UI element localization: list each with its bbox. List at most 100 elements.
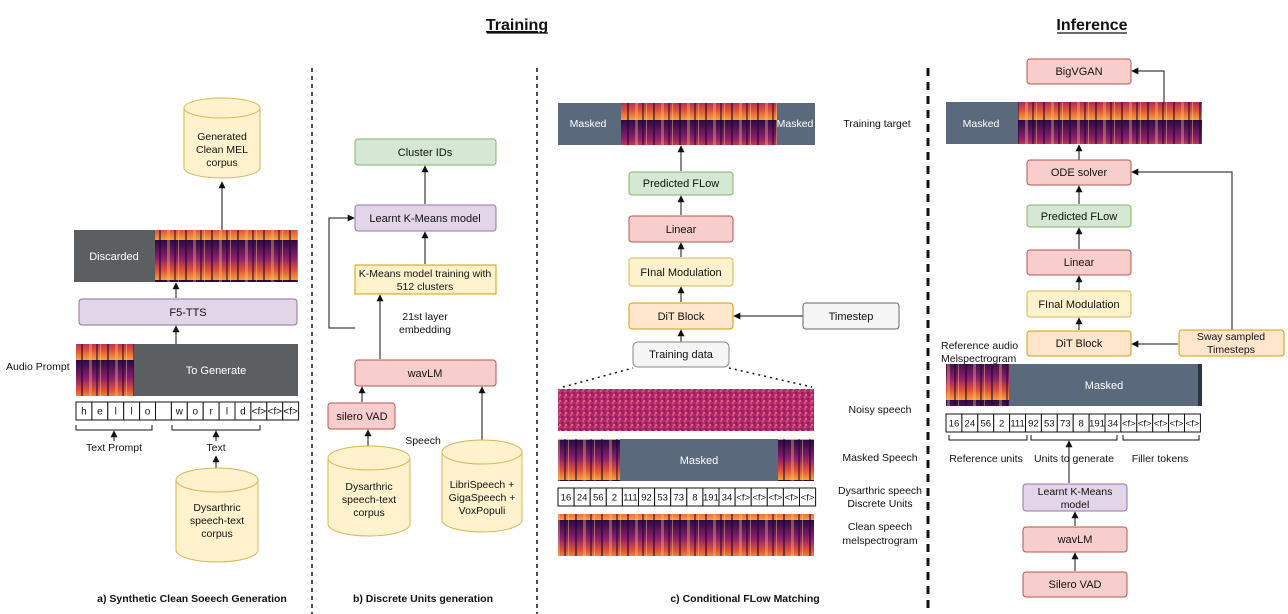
text-label: Text [206, 442, 225, 454]
token-text: 111 [623, 492, 637, 503]
svg-text:Predicted FLow: Predicted FLow [643, 178, 719, 190]
svg-text:speech-text: speech-text [342, 494, 396, 506]
svg-text:Learnt K-Means model: Learnt K-Means model [369, 213, 480, 225]
token-text: o [145, 407, 151, 418]
svg-text:FInal Modulation: FInal Modulation [1038, 299, 1119, 311]
svg-text:Timestep: Timestep [829, 311, 874, 323]
svg-text:Predicted FLow: Predicted FLow [1041, 211, 1117, 223]
token-cell: <f> [734, 487, 752, 507]
svg-text:Dysarthric: Dysarthric [345, 481, 392, 493]
token-cell: <f> [1136, 413, 1154, 433]
token-cell: l [218, 401, 236, 421]
libri-corpus-cylinder: LibriSpeech + GigaSpeech + VoxPopuli [441, 439, 523, 533]
bigvgan-box: BigVGAN [1026, 58, 1132, 85]
units-to-generate-label: Units to generate [1034, 453, 1114, 465]
token-text: <f> [252, 407, 267, 418]
token-cell: 34 [718, 487, 736, 507]
svg-text:Masked: Masked [1085, 380, 1124, 392]
audio-prompt-label: Audio Prompt [6, 361, 70, 373]
token-text: <f> [752, 492, 766, 503]
token-cell: h [75, 401, 93, 421]
noisy-speech-image [558, 389, 814, 431]
dysarthric-corpus-cylinder-b: Dysarthric speech-text corpus [327, 445, 411, 537]
token-cell: 24 [961, 413, 979, 433]
token-text: l [226, 407, 228, 418]
svg-text:DiT Block: DiT Block [1056, 338, 1103, 350]
reference-units-label: Reference units [949, 453, 1023, 465]
silero-vad-box: silero VAD [327, 402, 396, 430]
svg-text:Linear: Linear [666, 224, 697, 236]
token-text: <f> [1154, 418, 1168, 429]
svg-text:wavLM: wavLM [407, 368, 443, 380]
token-cell: 111 [1009, 413, 1026, 433]
training-target-label: Training target [843, 118, 910, 130]
token-cell: 92 [638, 487, 656, 507]
token-cell: 16 [945, 413, 963, 433]
predicted-flow-box-inf: Predicted FLow [1026, 204, 1132, 228]
noisy-speech-label: Noisy speech [848, 404, 911, 416]
svg-text:corpus: corpus [353, 507, 385, 519]
clean-mel-spectrogram [558, 514, 814, 556]
training-header: Training [486, 17, 548, 34]
ode-solver-box: ODE solver [1026, 159, 1132, 186]
dys-units-label: Dysarthric speech [838, 485, 922, 497]
svg-text:FInal Modulation: FInal Modulation [640, 267, 721, 279]
token-cell: o [186, 401, 204, 421]
token-text: <f> [268, 407, 283, 418]
token-text: 8 [692, 492, 697, 503]
token-cell: 56 [589, 487, 607, 507]
svg-text:BigVGAN: BigVGAN [1055, 66, 1102, 78]
token-text: 111 [1010, 418, 1024, 429]
token-cell: 73 [670, 487, 688, 507]
token-text: l [115, 407, 117, 418]
caption-a: a) Synthetic Clean Soeech Generation [97, 593, 287, 605]
token-cell: w [170, 401, 188, 421]
svg-text:model: model [1061, 499, 1090, 511]
token-text: e [97, 407, 103, 418]
token-cell: <f> [1120, 413, 1138, 433]
token-text: <f> [1170, 418, 1184, 429]
token-text: o [192, 407, 198, 418]
token-cell: l [123, 401, 141, 421]
svg-text:Generated: Generated [197, 131, 247, 143]
svg-text:Timesteps: Timesteps [1207, 344, 1255, 356]
token-text: 191 [1089, 418, 1105, 429]
token-text: <f> [283, 407, 298, 418]
learnt-kmeans-box-inf: Learnt K-Means model [1022, 483, 1128, 512]
token-text: 24 [965, 418, 976, 429]
cluster-ids-box: Cluster IDs [354, 138, 497, 166]
svg-text:Silero VAD: Silero VAD [1049, 579, 1102, 591]
linear-box-c: Linear [628, 215, 734, 243]
token-text: h [81, 407, 87, 418]
token-text: w [175, 407, 184, 418]
linear-box-inf: Linear [1026, 249, 1132, 276]
dysarthric-corpus-cylinder-a: Dysarthric speech-text corpus [175, 467, 259, 563]
token-text: 191 [703, 492, 719, 503]
token-cell: 34 [1104, 413, 1122, 433]
svg-text:DiT Block: DiT Block [658, 311, 705, 323]
token-text: d [240, 407, 246, 418]
token-cell: r [202, 401, 220, 421]
speech-label: Speech [405, 435, 441, 447]
final-modulation-box-c: FInal Modulation [628, 257, 734, 287]
svg-text:Masked: Masked [777, 118, 814, 130]
token-cell: e [91, 401, 109, 421]
svg-text:VoxPopuli: VoxPopuli [459, 505, 506, 517]
svg-text:Cluster IDs: Cluster IDs [398, 147, 453, 159]
token-cell: 53 [1040, 413, 1058, 433]
token-text: l [131, 407, 133, 418]
svg-text:Melspectrogram: Melspectrogram [941, 353, 1017, 365]
inference-output-spectrogram: Masked [946, 102, 1202, 144]
token-text: 2 [612, 492, 617, 503]
svg-text:corpus: corpus [206, 157, 238, 169]
f5tts-box: F5-TTS [78, 298, 298, 326]
training-target-spectrogram: Masked Masked [558, 103, 815, 145]
svg-text:melspectrogram: melspectrogram [842, 535, 918, 547]
token-text: 92 [1028, 418, 1039, 429]
token-text: 73 [673, 492, 684, 503]
predicted-flow-box-c: Predicted FLow [628, 171, 734, 196]
ref-audio-label: Reference audio [941, 340, 1018, 352]
masked-speech-label: Masked Speech [842, 452, 917, 464]
